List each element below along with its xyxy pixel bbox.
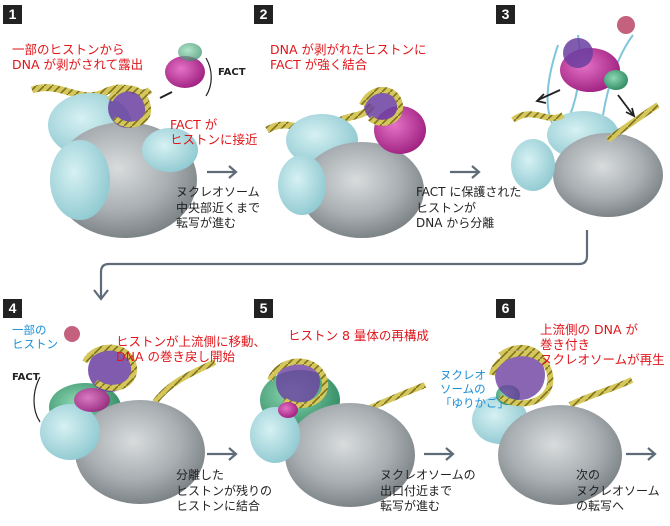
text-line: DNA が剥がされて露出 xyxy=(12,57,144,72)
step-2-structure-illustration xyxy=(265,87,426,238)
step-1-structure-illustration xyxy=(30,43,212,238)
step-6-cradle-label: ヌクレオ ソームの 「ゆりかご」 xyxy=(440,368,509,410)
arrow-right-icon xyxy=(207,165,238,179)
step-5-caption: ヌクレオソームの 出口付近まで 転写が進む xyxy=(380,468,476,515)
text-line: ヌクレオソーム xyxy=(176,185,260,199)
step-4-caption: 分離した ヒストンが残りの ヒストンに結合 xyxy=(176,468,272,515)
text-line: 転写が進む xyxy=(176,216,237,230)
step-5-description: ヒストン 8 量体の再構成 xyxy=(288,328,429,343)
step-4-partial-histone-label: 一部の ヒストン xyxy=(12,323,58,351)
text-line: ヒストン xyxy=(12,337,58,351)
step-4-badge: 4 xyxy=(3,299,22,318)
text-line: FACT が xyxy=(170,117,218,132)
text-line: ヒストン 8 量体の再構成 xyxy=(288,328,429,343)
text-line: ヒストンが残りの xyxy=(176,483,273,498)
text-line: ヒストンに結合 xyxy=(176,499,261,513)
text-line: 転写が進む xyxy=(380,499,441,513)
text-line: 巻き付き xyxy=(540,337,591,352)
step-6-description: 上流側の DNA が 巻き付き ヌクレオソームが再生 xyxy=(540,322,665,367)
step-6-structure-illustration xyxy=(472,345,634,505)
text-line: 分離した xyxy=(176,468,225,482)
text-line: ソームの xyxy=(440,382,486,396)
text-line: 一部の xyxy=(12,323,47,337)
step-3-structure-illustration xyxy=(511,16,663,217)
text-line: ヌクレオソームが再生 xyxy=(540,352,665,367)
step-1-caption: ヌクレオソーム 中央部近くまで 転写が進む xyxy=(176,185,260,232)
text-line: 次の xyxy=(576,468,601,482)
text-line: ヌクレオ xyxy=(440,368,486,382)
step-1-description: 一部のヒストンから DNA が剥がされて露出 xyxy=(12,42,143,72)
step-5-structure-illustration xyxy=(250,358,427,507)
text-line: DNA から分離 xyxy=(416,216,495,230)
arrow-right-icon xyxy=(424,447,455,461)
text-line: 中央部近くまで xyxy=(176,200,261,215)
fact-label: FACT xyxy=(218,67,246,78)
text-line: 出口付近まで xyxy=(380,483,453,498)
fact-label: FACT xyxy=(12,372,40,383)
step-2-description: DNA が剥がれたヒストンに FACT が強く結合 xyxy=(270,42,427,72)
text-line: ヒストンが上流側に移動、 xyxy=(116,334,267,349)
arrow-right-icon xyxy=(450,165,481,179)
text-line: FACT に保護された xyxy=(416,185,522,199)
text-line: ヌクレオソームの xyxy=(380,468,476,482)
step-6-badge: 6 xyxy=(496,299,515,318)
step-1-badge: 1 xyxy=(3,5,22,24)
text-line: DNA が剥がれたヒストンに xyxy=(270,42,427,57)
text-line: ヒストンに接近 xyxy=(170,132,258,147)
step-3-badge: 3 xyxy=(496,5,515,24)
text-line: ヒストンが xyxy=(416,200,477,215)
step-2-badge: 2 xyxy=(254,5,273,24)
arrow-right-icon xyxy=(207,447,238,461)
text-line: 一部のヒストンから xyxy=(12,42,125,57)
connector-arrow-icon xyxy=(93,230,589,301)
text-line: 上流側の DNA が xyxy=(540,322,638,337)
step-2-caption: FACT に保護された ヒストンが DNA から分離 xyxy=(416,185,521,232)
step-4-structure-illustration xyxy=(33,326,217,504)
step-5-badge: 5 xyxy=(254,299,273,318)
arrow-right-icon xyxy=(626,447,657,461)
text-line: 「ゆりかご」 xyxy=(440,396,509,410)
step-1-fact-approach-label: FACT が ヒストンに接近 xyxy=(170,117,258,147)
step-4-description: ヒストンが上流側に移動、 DNA の巻き戻し開始 xyxy=(116,334,266,364)
text-line: ヌクレオソーム xyxy=(576,483,660,498)
step-6-caption: 次の ヌクレオソーム の転写へ xyxy=(576,468,660,515)
text-line: の転写へ xyxy=(576,499,625,513)
text-line: DNA の巻き戻し開始 xyxy=(116,349,236,364)
text-line: FACT が強く結合 xyxy=(270,57,368,72)
